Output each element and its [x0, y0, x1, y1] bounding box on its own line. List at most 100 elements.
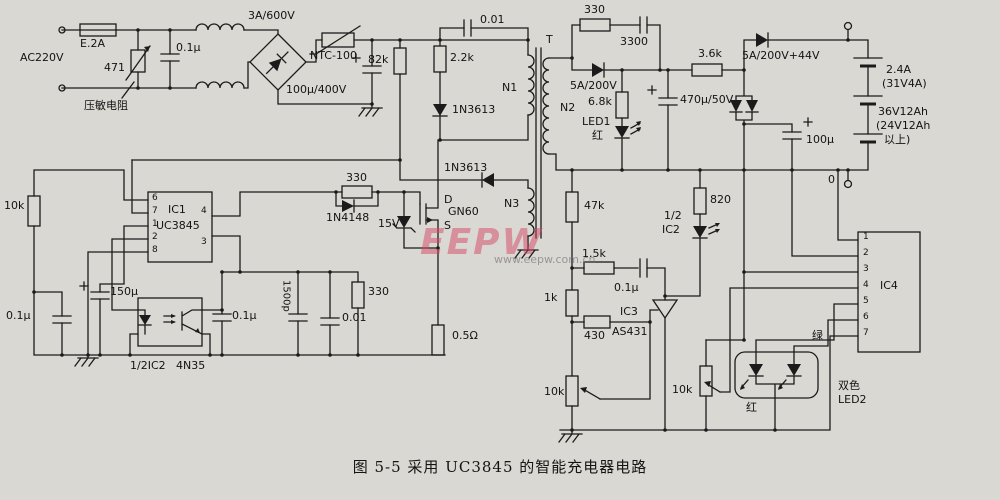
label-transformer: T [546, 33, 553, 46]
label-opto-half-b: IC2 [662, 223, 680, 236]
fuse-symbol [79, 23, 117, 37]
ic4-pin-7: 7 [863, 328, 869, 338]
label-r-1k5: 1.5k [582, 247, 606, 260]
label-gate-resistor: 330 [346, 171, 367, 184]
ac-terminal-icons [58, 26, 66, 92]
cap-a-symbol [52, 315, 72, 324]
ic1-pin-8: 8 [152, 245, 158, 255]
label-opto-name: 1/2IC2 [130, 359, 166, 372]
choke-symbol [195, 23, 245, 89]
pot-a-symbol [565, 375, 579, 407]
label-battery-c: 以上) [884, 133, 911, 146]
cap-b-symbol [212, 313, 232, 322]
label-bridge: 3A/600V [248, 9, 295, 22]
ic1-pin-3: 3 [201, 237, 207, 247]
label-led1: LED1 [582, 115, 611, 128]
label-n2: N2 [560, 101, 576, 114]
r-2k2-symbol [433, 45, 447, 73]
ground-symbol [558, 433, 583, 443]
label-out-diode: 5A/200V+44V [742, 49, 820, 62]
filter-cap-symbol [160, 53, 180, 62]
out-diode-symbol [756, 32, 769, 48]
junction-dots [32, 28, 850, 432]
ground-symbol [514, 249, 539, 259]
label-led2-green: 绿 [812, 329, 823, 342]
label-cap-100u: 100μ [806, 133, 834, 146]
label-r-1k: 1k [544, 291, 558, 304]
vcc-cap-symbol [79, 281, 110, 300]
label-led1-color: 红 [592, 129, 603, 142]
varistor-symbol [121, 45, 151, 99]
label-led2-red: 红 [746, 401, 757, 414]
label-ic4: IC4 [880, 279, 898, 292]
label-aux-diode: 1N3613 [444, 161, 488, 174]
label-cap-001: 0.01 [480, 13, 505, 26]
opto-4n35-symbol [137, 297, 203, 347]
label-cap-c: 0.01 [342, 311, 367, 324]
label-pot-b: 10k [672, 383, 693, 396]
r-430-symbol [583, 315, 611, 329]
ic3-as431-symbol [651, 299, 679, 320]
label-snubber-diode: 1N3613 [452, 103, 496, 116]
pot-b-wiper-icon [704, 381, 721, 393]
bulk-cap-symbol [351, 53, 382, 74]
label-cap-a: 0.1μ [6, 309, 31, 322]
label-led2-type: 双色 [838, 379, 860, 392]
ntc-symbol [309, 25, 361, 55]
r-1k5-symbol [583, 261, 615, 275]
label-ic3-part: AS431 [612, 325, 648, 338]
label-charge-a: 2.4A [886, 63, 912, 76]
label-ic3-name: IC3 [620, 305, 638, 318]
bridge-rectifier-symbol [249, 33, 307, 91]
label-snub-c: 3300 [620, 35, 648, 48]
battery-symbol [853, 57, 883, 144]
ic4-pin-2: 2 [863, 248, 869, 258]
r-330-timing-symbol [351, 281, 365, 309]
timing-cap-symbol [288, 313, 308, 322]
label-fuse: E.2A [80, 37, 105, 50]
snubber-diode-symbol [432, 104, 448, 117]
label-r-330b: 330 [368, 285, 389, 298]
label-ic1-part: UC3845 [156, 219, 200, 232]
label-r-430: 430 [584, 329, 605, 342]
label-r-3k6: 3.6k [698, 47, 722, 60]
ic1-pin-2: 2 [152, 232, 158, 242]
snubber-cap-symbol [463, 19, 472, 37]
cap-100u-symbol [782, 117, 813, 140]
ground-symbol [358, 107, 383, 117]
ic4-pin-5: 5 [863, 296, 869, 306]
label-r-47k: 47k [584, 199, 605, 212]
label-vcc-cap: 150μ [110, 285, 138, 298]
ic1-box [147, 191, 213, 263]
gate-diode-symbol [342, 199, 355, 213]
label-r-10k-left: 10k [4, 199, 25, 212]
label-ntc: NTC-100 [310, 49, 357, 62]
led2-symbol [734, 351, 819, 399]
gate-zener-symbol [392, 216, 416, 233]
r-sense-symbol [431, 324, 445, 356]
label-snub-r: 330 [584, 3, 605, 16]
label-charge-b: (31V4A) [882, 77, 927, 90]
label-rect-diode: 5A/200V [570, 79, 617, 92]
ic1-pin-6: 6 [152, 193, 158, 203]
output-terminal-icons [843, 21, 853, 189]
label-opto-part: 4N35 [176, 359, 206, 372]
label-gate-zener: 15V [378, 217, 400, 230]
r-47k-symbol [565, 191, 579, 223]
label-varistor-code: 471 [104, 61, 125, 74]
ic1-pin-7: 7 [152, 206, 158, 216]
label-opto-half-a: 1/2 [664, 209, 682, 222]
circuit-wires [33, 24, 869, 435]
ic1-pin-1: 1 [152, 219, 158, 229]
label-mosfet: GN60 [448, 205, 479, 218]
r-330-snub-symbol [579, 18, 611, 32]
ic4-pin-6: 6 [863, 312, 869, 322]
watermark-brand: EEPW [420, 222, 544, 263]
label-ac-input: AC220V [20, 51, 64, 64]
transformer-symbol [527, 47, 550, 239]
ic4-pin-1: 1 [863, 232, 869, 242]
led1-symbol [614, 121, 641, 139]
figure-caption: 图 5-5 采用 UC3845 的智能充电器电路 [352, 458, 648, 476]
label-r-820: 820 [710, 193, 731, 206]
label-mosfet-drain: D [444, 193, 453, 206]
